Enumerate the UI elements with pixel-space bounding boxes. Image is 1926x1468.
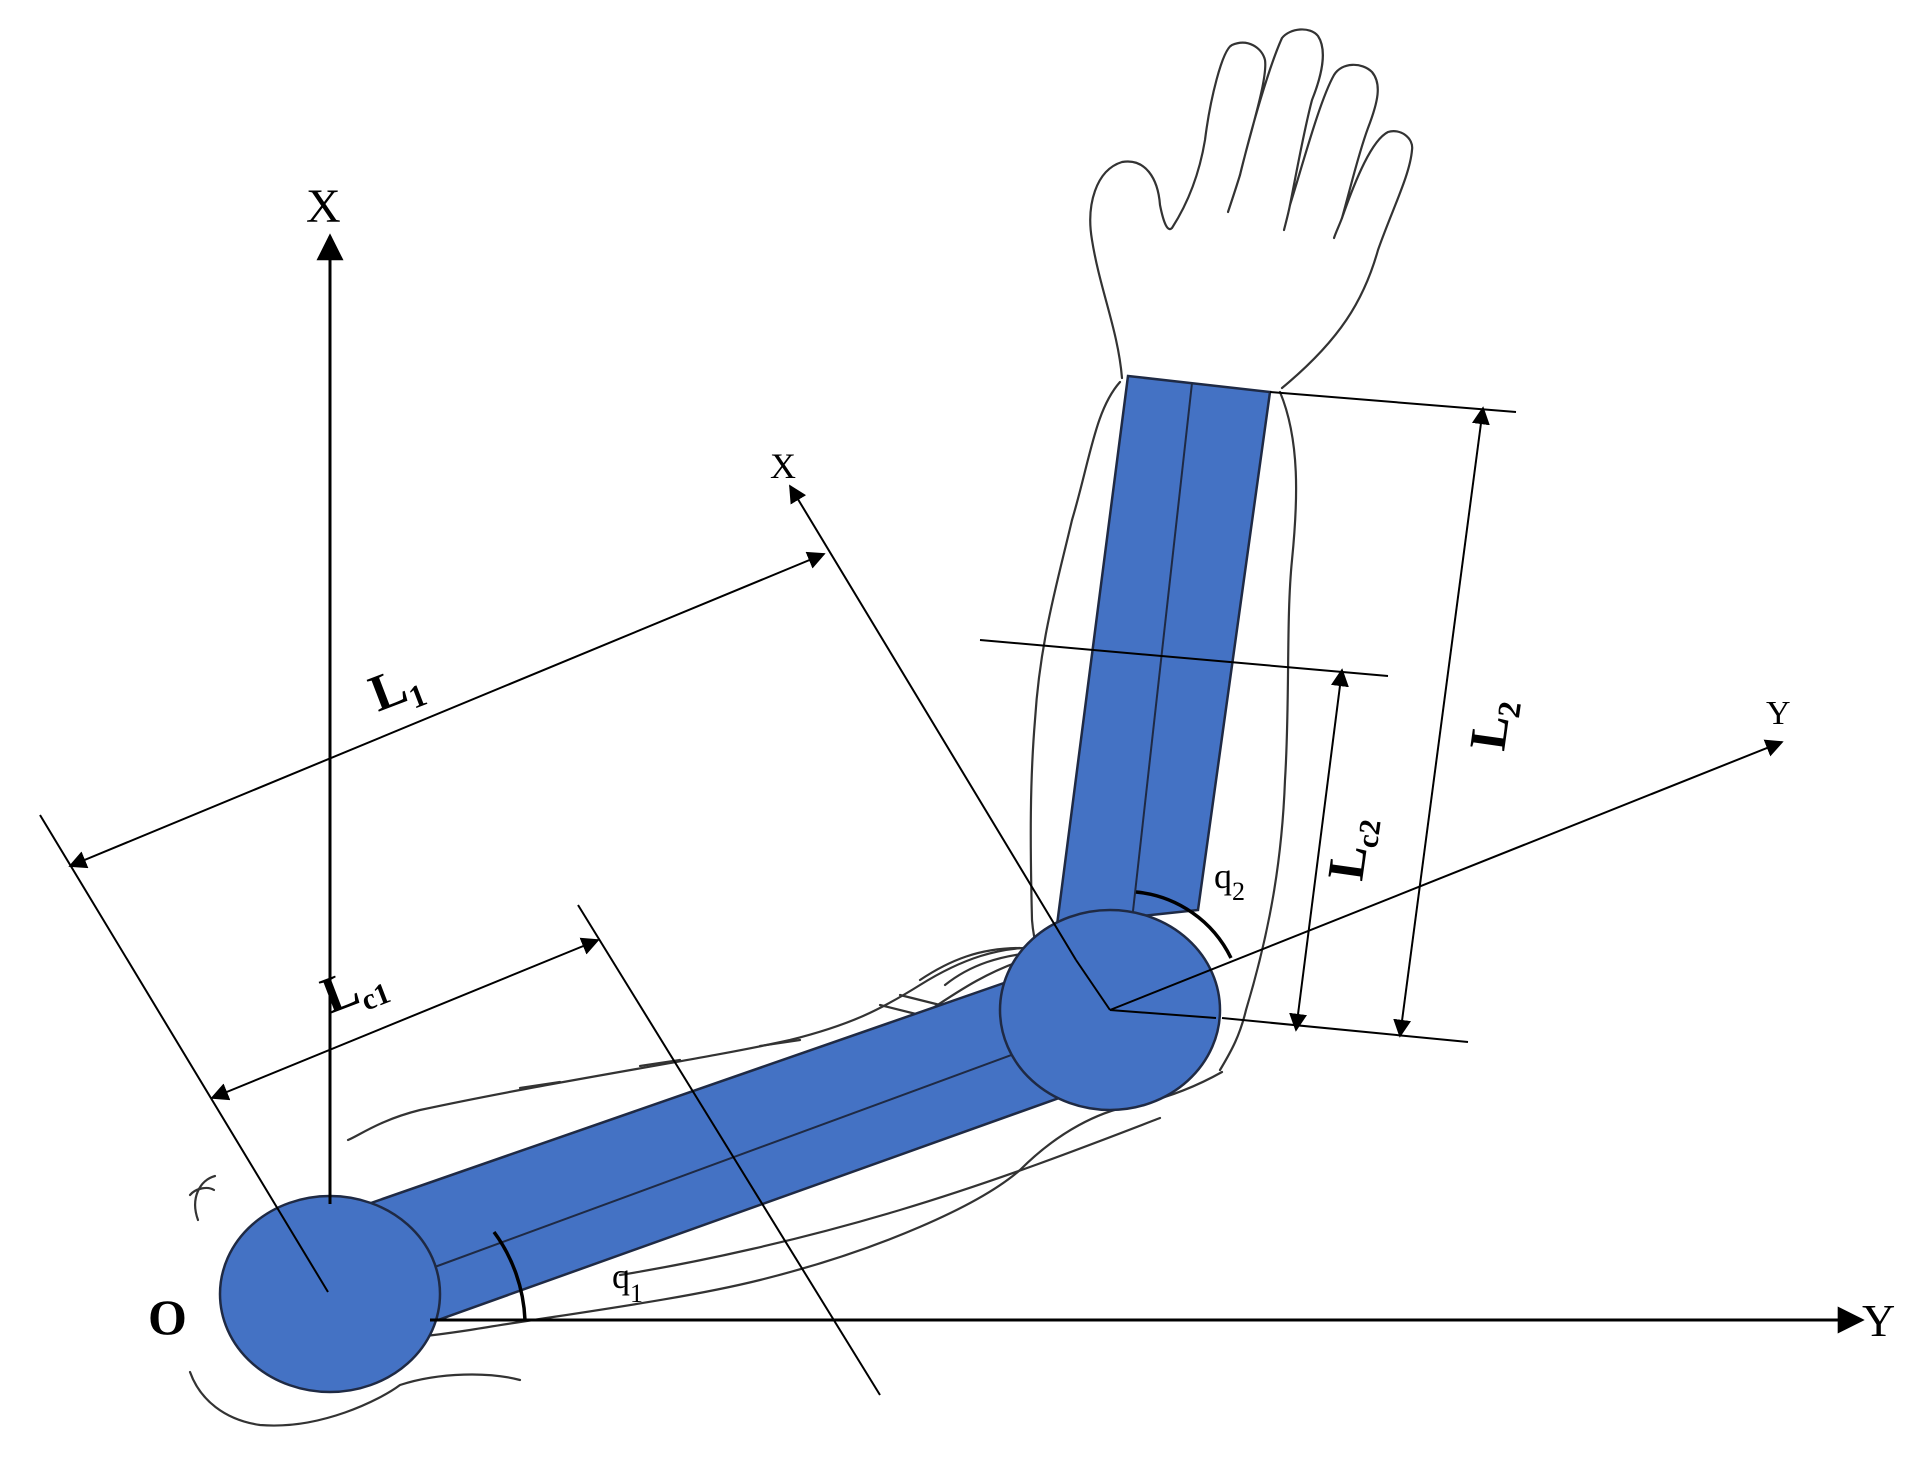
link-1 [342,981,1061,1322]
joints [218,908,1222,1394]
q2-label: q2 [1214,856,1245,906]
global-y-label: Y [1862,1295,1895,1346]
forearm-left-outline [1029,380,1122,972]
origin-label: O [148,1289,187,1345]
link-1-body [342,981,1061,1322]
finger-line-2 [1282,203,1292,232]
dim-L2 [1393,406,1490,1038]
back-outline [188,1370,522,1427]
dim-Lc2 [1289,668,1349,1032]
q1-label: q1 [612,1256,643,1308]
angle-arcs [492,890,1233,1321]
dimension-lines [39,391,1517,1396]
finger-line-1 [1226,173,1242,214]
global-x-label: X [306,180,341,233]
labels: X Y O X Y L1 Lc1 L2 Lc2 q1 q2 [148,180,1895,1346]
ext-line-link2-top [1269,391,1517,413]
local-x-axis [789,484,1077,961]
shoulder-joint [218,1194,442,1394]
elbow-radius-line-1 [1075,959,1111,1011]
Lc2-label: Lc2 [1317,813,1387,884]
angle-arc-q1 [492,1230,527,1321]
shoulder-tick [188,1186,216,1197]
ext-line-origin [39,814,329,1293]
Lc1-label: Lc1 [314,949,395,1029]
local-y-label: Y [1766,695,1791,732]
lower-arm-inner-outline [618,1116,1162,1277]
link-2-centerline [1131,382,1193,921]
dim-L1 [68,551,826,869]
finger-line-3 [1332,216,1344,240]
link-2 [1055,374,1272,927]
shoulder-outline [194,1174,217,1222]
ext-line-link2-base [1221,1017,1469,1043]
elbow-radius-line-2 [1109,1009,1217,1019]
link-2-body [1055,374,1272,927]
L2-label: L2 [1459,696,1527,755]
L1-label: L1 [362,652,432,728]
local-x-label: X [770,446,796,486]
hand-outline [1089,28,1414,390]
forearm-right-outline [1218,390,1298,1072]
dim-Lc1 [210,937,600,1101]
angle-arc-q2 [1135,890,1233,959]
upper-arm-top-hair [518,946,1042,1090]
ext-line-link1-center [577,904,881,1396]
